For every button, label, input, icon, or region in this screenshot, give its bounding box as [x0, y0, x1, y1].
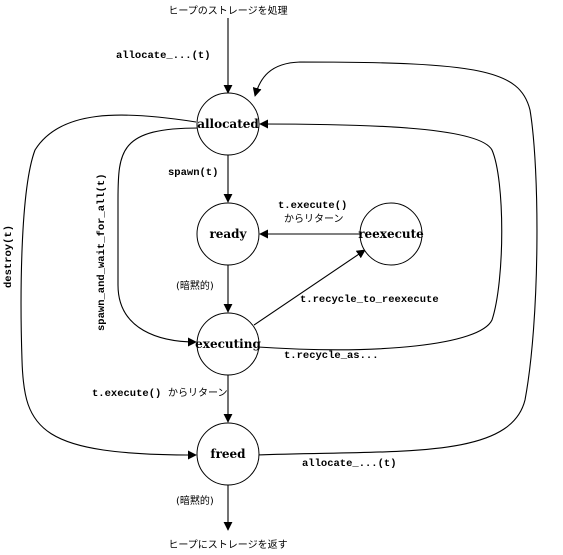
implicit-2-label: (暗黙的) — [176, 494, 214, 507]
state-executing: executing — [195, 312, 261, 376]
state-ready-label: ready — [209, 227, 247, 241]
spawn-wait-arrow — [117, 127, 200, 347]
execute-reexec-jp-label: からリターン — [284, 213, 344, 225]
entry-label: ヒープのストレージを処理 — [168, 4, 287, 17]
freed-to-allocated-arrow — [252, 61, 538, 456]
destroy-label: destroy(t) — [3, 225, 15, 288]
execute-exec-jp-label: からリターン — [168, 387, 228, 399]
execute-exec-code-label: t.execute() — [92, 388, 161, 400]
exit-label: ヒープにストレージを返す — [168, 539, 287, 551]
state-reexecute: reexecute — [358, 202, 424, 266]
state-allocated: allocated — [196, 92, 260, 156]
state-executing-label: executing — [195, 337, 261, 351]
implicit-1-label: (暗黙的) — [176, 279, 214, 292]
recycle-as-label: t.recycle_as... — [284, 350, 379, 362]
state-reexecute-label: reexecute — [358, 227, 424, 241]
recycle-to-reexecute-arrow — [253, 249, 366, 326]
recycle-as-arrow — [257, 119, 503, 351]
allocate-top-label: allocate_...(t) — [116, 50, 211, 62]
destroy-arrow — [20, 114, 197, 460]
state-freed-label: freed — [210, 447, 246, 461]
recycle-reexecute-label: t.recycle_to_reexecute — [300, 294, 439, 306]
spawn-label: spawn(t) — [168, 167, 218, 179]
state-allocated-label: allocated — [197, 117, 259, 131]
state-freed: freed — [196, 422, 260, 486]
spawn-wait-label: spawn_and_wait_for_all(t) — [96, 173, 108, 331]
allocate-bottom-label: allocate_...(t) — [302, 458, 397, 470]
state-ready: ready — [196, 202, 260, 266]
execute-reexec-code-label: t.execute() — [278, 200, 347, 212]
